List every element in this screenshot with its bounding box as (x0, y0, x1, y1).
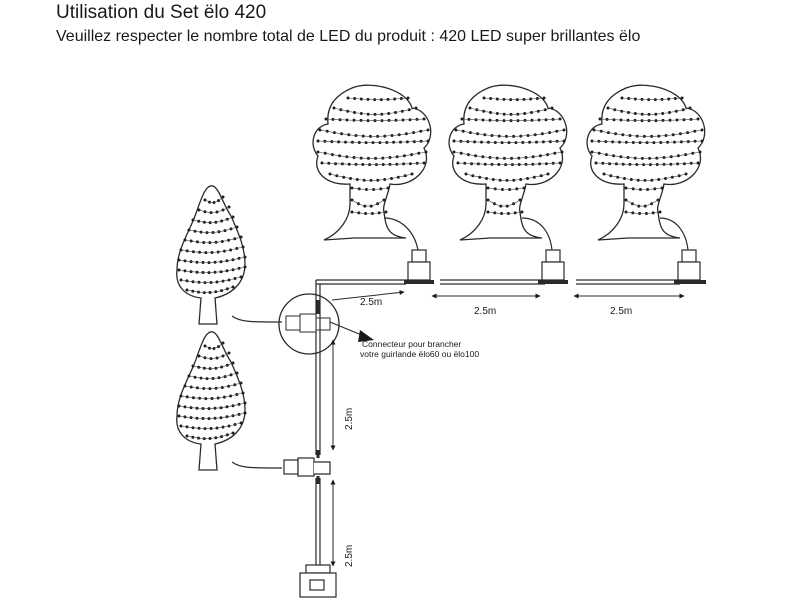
led-wire (186, 286, 234, 293)
led-wire (325, 118, 425, 121)
led-wire (192, 216, 234, 223)
led-wire (178, 256, 246, 263)
led-wire (178, 412, 246, 419)
led-wire (591, 140, 703, 143)
led-wire (317, 140, 429, 143)
led-wire (329, 173, 413, 181)
tree-round-icon (586, 84, 706, 241)
led-wire (188, 372, 238, 379)
led-wire (347, 97, 409, 100)
led-wire (180, 422, 242, 429)
led-wire (457, 162, 561, 165)
led-wire (487, 187, 525, 190)
led-strings (177, 96, 704, 441)
led-wire (186, 432, 234, 439)
led-wire (192, 362, 234, 369)
led-wire (184, 382, 242, 389)
led-wire (455, 129, 565, 137)
tree-cone-icon (176, 185, 246, 325)
connector-detail-circle (278, 293, 340, 355)
led-wire (184, 236, 242, 243)
led-wire (607, 107, 691, 115)
dimension-lines (330, 290, 685, 567)
tree-round-icon (448, 84, 568, 241)
connector-note-line2: votre guirlande ëlo60 ou ëlo100 (360, 349, 479, 359)
led-wire (599, 118, 699, 121)
distance-label: 2.5m (344, 545, 355, 567)
led-wire (351, 211, 387, 214)
led-wire (625, 199, 659, 207)
led-wire (625, 211, 661, 214)
t-connector-icon (404, 249, 434, 284)
t-connector-icon (283, 450, 331, 484)
led-wire (591, 151, 701, 159)
t-connector-icon (674, 249, 706, 284)
led-wire (487, 211, 523, 214)
led-wire (469, 107, 553, 115)
led-wire (625, 187, 663, 190)
led-wire (204, 196, 224, 203)
power-plug-icon (299, 564, 337, 598)
distance-label: 2.5m (360, 297, 382, 308)
page-subtitle: Veuillez respecter le nombre total de LE… (56, 28, 641, 45)
main-cable (231, 217, 689, 565)
tree-round-icon (312, 84, 432, 241)
led-wire (483, 97, 545, 100)
led-wire (180, 246, 244, 253)
led-wire (178, 266, 246, 273)
led-wire (603, 173, 687, 181)
led-wire (321, 162, 425, 165)
led-wire (204, 342, 224, 349)
distance-label: 2.5m (344, 408, 355, 430)
led-wire (317, 151, 427, 159)
led-wire (319, 129, 429, 137)
led-wire (465, 173, 549, 181)
led-wire (198, 206, 230, 213)
led-wire (593, 129, 703, 137)
led-wire (453, 151, 563, 159)
led-wire (621, 97, 683, 100)
tree-cone-icon (176, 331, 246, 471)
arrow-icon (329, 321, 374, 342)
led-wire (180, 276, 242, 283)
led-wire (188, 226, 238, 233)
t-connector-icon (538, 249, 568, 284)
connector-note-line1: Connecteur pour brancher (362, 339, 461, 349)
led-wire (178, 402, 246, 409)
page-title: Utilisation du Set ëlo 420 (56, 2, 267, 23)
led-wire (453, 140, 565, 143)
led-wire (595, 162, 699, 165)
led-wire (487, 199, 521, 207)
led-wire (180, 392, 244, 399)
led-wire (351, 187, 389, 190)
led-wire (461, 118, 561, 121)
distance-label: 2.5m (610, 306, 632, 317)
led-wire (333, 107, 417, 115)
led-wire (351, 199, 385, 207)
distance-label: 2.5m (474, 306, 496, 317)
led-wire (198, 352, 230, 359)
